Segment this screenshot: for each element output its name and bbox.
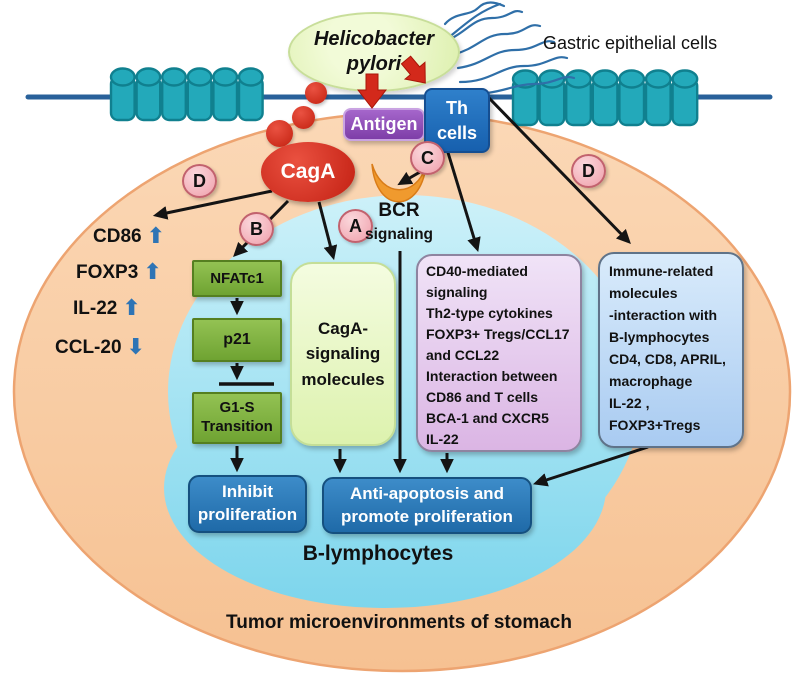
anti-apoptosis-box: Anti-apoptosis and promote proliferation [322,477,532,534]
caga-dot [266,120,293,147]
caga-dot [305,82,327,104]
antigen-box: Antigen [343,108,425,141]
up-arrow-icon: ⬆ [143,260,162,285]
marker-cd86: CD86 ⬆ [93,226,165,248]
gastric-epithelial-label: Gastric epithelial cells [543,33,718,53]
arrow-caga-to-signaling-box [317,201,338,261]
badge-d-left: D [182,164,217,198]
p21-box: p21 [192,318,282,362]
down-arrow-icon: ⬇ [126,335,145,360]
marker-il22: IL-22 ⬆ [73,298,141,320]
marker-foxp3: FOXP3 ⬆ [76,262,162,284]
nfatc1-box: NFATc1 [192,260,282,297]
badge-d-right: D [571,154,606,188]
up-arrow-icon: ⬆ [146,224,166,249]
badge-c: C [410,141,445,175]
b-lymphocytes-label: B-lymphocytes [302,542,454,565]
marker-label: IL-22 [73,298,118,319]
badge-b: B [239,212,274,246]
immune-molecules-box: Immune-related molecules -interaction wi… [598,252,744,448]
inhibit-proliferation-box: Inhibit proliferation [188,475,307,533]
marker-label: CCL-20 [55,337,122,358]
caga-dot [292,106,315,129]
badge-a: A [338,209,373,243]
arrow-immune-box-to-outcome [533,445,649,487]
marker-label: CD86 [93,226,142,247]
marker-label: FOXP3 [76,262,139,283]
caga-signaling-box: CagA- signaling molecules [290,262,396,446]
arrow-th-to-immune-box [487,96,631,245]
up-arrow-icon: ⬆ [122,296,141,321]
g1s-transition-box: G1-S Transition [192,392,282,444]
bcr-label: BCR [378,200,420,221]
arrow-c-to-bcr [397,170,421,186]
arrow-th-to-cd40-box [444,145,481,253]
cd40-pathway-box: CD40-mediated signaling Th2-type cytokin… [416,254,582,452]
bcr-signaling-label: signaling [364,226,434,243]
helicobacter-pylori: Helicobacter pylori [288,12,460,92]
tumor-label: Tumor microenvironments of stomach [226,612,572,633]
caga-protein: CagA [261,142,355,202]
marker-ccl20: CCL-20 ⬇ [55,337,145,359]
